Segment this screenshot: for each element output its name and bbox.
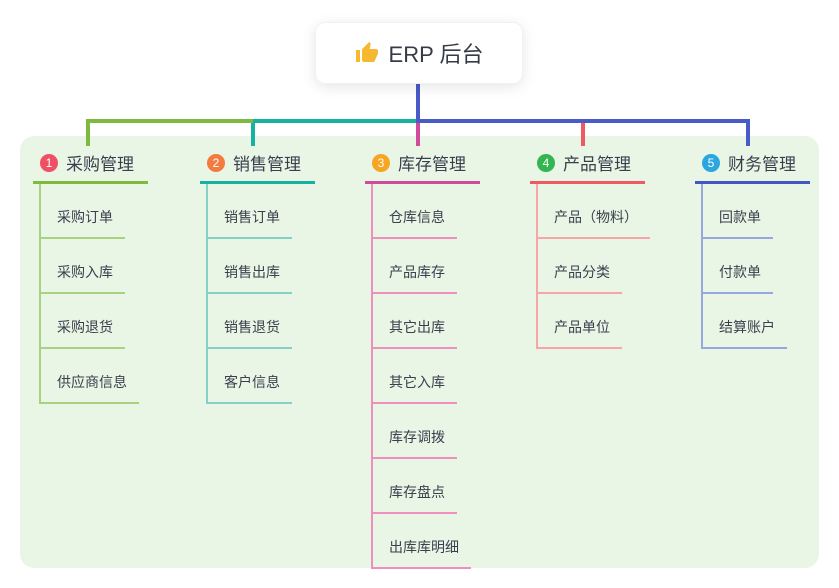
branch-title-label: 财务管理 [728, 155, 796, 174]
branch-children: 回款单付款单结算账户 [701, 184, 810, 349]
branch-2: 2 销售管理销售订单销售出库销售退货客户信息 [200, 145, 315, 404]
child-node[interactable]: 产品（物料） [536, 207, 650, 239]
branch-children: 产品（物料） 产品分类产品单位 [536, 184, 650, 349]
connector-drop-2 [251, 119, 255, 146]
child-node[interactable]: 其它出库 [371, 317, 457, 349]
child-row: 付款单 [701, 239, 810, 294]
child-row: 销售订单 [206, 184, 315, 239]
branch-node[interactable]: 1 采购管理 [33, 145, 148, 184]
child-node[interactable]: 销售出库 [206, 262, 292, 294]
child-row: 产品库存 [371, 239, 480, 294]
branch-number-badge: 2 [207, 153, 225, 172]
branch-children: 仓库信息产品库存其它出库其它入库库存调拨库存盘点出库库明细 [371, 184, 480, 569]
child-node[interactable]: 产品单位 [536, 317, 622, 349]
branch-number-badge: 3 [372, 153, 390, 172]
child-row: 供应商信息 [39, 349, 148, 404]
branch-children: 采购订单采购入库采购退货供应商信息 [39, 184, 148, 404]
child-row: 采购订单 [39, 184, 148, 239]
child-row: 仓库信息 [371, 184, 480, 239]
connector-drop-5 [746, 119, 750, 146]
child-node[interactable]: 库存调拨 [371, 427, 457, 459]
branch-node[interactable]: 5 财务管理 [695, 145, 810, 184]
child-row: 其它入库 [371, 349, 480, 404]
child-row: 其它出库 [371, 294, 480, 349]
child-node[interactable]: 付款单 [701, 262, 773, 294]
branch-node[interactable]: 4 产品管理 [530, 145, 645, 184]
child-node[interactable]: 客户信息 [206, 372, 292, 404]
child-node[interactable]: 出库库明细 [371, 537, 471, 569]
child-row: 产品单位 [536, 294, 650, 349]
connector-drop-4 [581, 119, 585, 146]
child-row: 产品（物料） [536, 184, 650, 239]
child-node[interactable]: 采购订单 [39, 207, 125, 239]
child-row: 采购入库 [39, 239, 148, 294]
child-node[interactable]: 销售退货 [206, 317, 292, 349]
branch-title-label: 采购管理 [66, 155, 134, 174]
child-node[interactable]: 采购入库 [39, 262, 125, 294]
child-node[interactable]: 采购退货 [39, 317, 125, 349]
child-row: 库存调拨 [371, 404, 480, 459]
branch-3: 3 库存管理仓库信息产品库存其它出库其它入库库存调拨库存盘点出库库明细 [365, 145, 480, 569]
child-row: 产品分类 [536, 239, 650, 294]
child-node[interactable]: 销售订单 [206, 207, 292, 239]
branch-4: 4 产品管理产品（物料） 产品分类产品单位 [530, 145, 650, 349]
branch-tree-line [206, 184, 208, 404]
branch-node[interactable]: 3 库存管理 [365, 145, 480, 184]
branch-tree-line [536, 184, 538, 349]
branch-5: 5 财务管理回款单付款单结算账户 [695, 145, 810, 349]
child-node[interactable]: 供应商信息 [39, 372, 139, 404]
child-row: 结算账户 [701, 294, 810, 349]
branch-tree-line [371, 184, 373, 569]
child-row: 采购退货 [39, 294, 148, 349]
child-node[interactable]: 库存盘点 [371, 482, 457, 514]
child-row: 库存盘点 [371, 459, 480, 514]
child-node[interactable]: 其它入库 [371, 372, 457, 404]
connector-root-vertical [416, 83, 420, 123]
root-node[interactable]: ERP 后台 [315, 22, 523, 84]
child-node[interactable]: 结算账户 [701, 317, 787, 349]
branch-1: 1 采购管理采购订单采购入库采购退货供应商信息 [33, 145, 148, 404]
branch-tree-line [39, 184, 41, 404]
connector-rail-blue [418, 119, 750, 123]
connector-drop-3 [416, 119, 420, 146]
connector-rail-green [86, 119, 253, 123]
thumbs-up-icon [355, 41, 379, 65]
branch-number-badge: 5 [702, 153, 720, 172]
child-row: 销售出库 [206, 239, 315, 294]
root-label: ERP 后台 [388, 42, 484, 67]
child-row: 销售退货 [206, 294, 315, 349]
child-node[interactable]: 回款单 [701, 207, 773, 239]
branch-number-badge: 1 [40, 153, 58, 172]
child-node[interactable]: 仓库信息 [371, 207, 457, 239]
branch-number-badge: 4 [537, 153, 555, 172]
branch-title-label: 库存管理 [398, 155, 466, 174]
branch-children: 销售订单销售出库销售退货客户信息 [206, 184, 315, 404]
child-node[interactable]: 产品库存 [371, 262, 457, 294]
connector-rail-teal [253, 119, 418, 123]
connector-drop-1 [86, 119, 90, 146]
branch-tree-line [701, 184, 703, 349]
child-node[interactable]: 产品分类 [536, 262, 622, 294]
branch-title-label: 产品管理 [563, 155, 631, 174]
branch-node[interactable]: 2 销售管理 [200, 145, 315, 184]
branch-title-label: 销售管理 [233, 155, 301, 174]
child-row: 出库库明细 [371, 514, 480, 569]
mindmap-canvas [20, 136, 819, 568]
child-row: 客户信息 [206, 349, 315, 404]
child-row: 回款单 [701, 184, 810, 239]
